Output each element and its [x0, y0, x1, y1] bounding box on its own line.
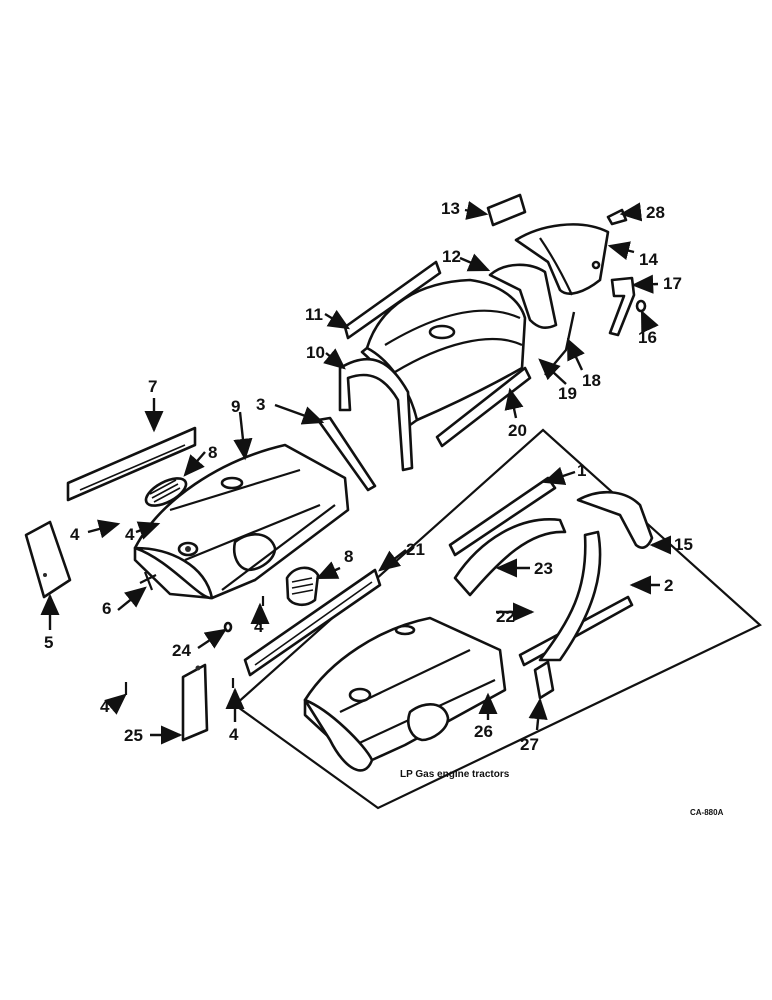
bracket-part-17	[608, 276, 636, 337]
bracket-part-13	[486, 193, 527, 227]
callout-3: 3	[256, 395, 265, 414]
callout-labels: 1 2 3 4 4 4 4 4 5 6 7 8 8 9 10 11 12 13 …	[44, 199, 693, 754]
callout-16: 16	[638, 328, 657, 347]
inset-caption: LP Gas engine tractors	[400, 769, 510, 780]
callout-14: 14	[639, 250, 658, 269]
strip-part-20	[435, 366, 532, 448]
callout-21: 21	[406, 540, 425, 559]
callout-27: 27	[520, 735, 539, 754]
callout-8: 8	[344, 547, 353, 566]
bracket-part-27	[533, 660, 555, 700]
callout-7: 7	[148, 377, 157, 396]
washer-part-16	[635, 299, 647, 313]
hood-strip-part-7	[66, 426, 197, 502]
callout-8: 8	[208, 443, 217, 462]
grille-part-8-lower	[285, 566, 320, 607]
callout-9: 9	[231, 397, 240, 416]
panel-part-2	[538, 530, 602, 662]
strip-part-11	[343, 260, 442, 340]
callout-2: 2	[664, 576, 673, 595]
strip-part-1	[448, 476, 557, 557]
bolt-part-28	[606, 208, 628, 226]
callout-10: 10	[306, 343, 325, 362]
callout-15: 15	[674, 535, 693, 554]
callout-18: 18	[582, 371, 601, 390]
callout-11: 11	[305, 305, 323, 324]
strip-part-21	[243, 568, 382, 677]
frame-part-10	[338, 357, 414, 472]
callout-13: 13	[441, 199, 460, 218]
callout-6: 6	[102, 599, 111, 618]
nose-part-12	[488, 263, 558, 330]
bracket-part-6	[139, 571, 157, 591]
lp-hood-part-26	[303, 616, 507, 772]
grille-part-8-upper	[144, 477, 188, 507]
side-panel-part-5	[24, 520, 72, 599]
callout-5: 5	[44, 633, 53, 652]
inset-frame	[233, 428, 762, 810]
callout-19: 19	[558, 384, 577, 403]
leader-arrows	[40, 200, 672, 745]
panel-part-23	[453, 518, 567, 597]
callout-4: 4	[229, 725, 239, 744]
callout-22: 22	[496, 607, 515, 626]
callout-4: 4	[254, 617, 264, 636]
callout-20: 20	[508, 421, 527, 440]
callout-4: 4	[70, 525, 80, 544]
figure-code: CA-880A	[690, 808, 724, 817]
callout-26: 26	[474, 722, 493, 741]
hood-part-9	[133, 443, 350, 600]
callout-12: 12	[442, 247, 461, 266]
side-panel-part-25	[181, 663, 209, 742]
callout-28: 28	[646, 203, 665, 222]
callout-17: 17	[663, 274, 682, 293]
grille-shell-part-14	[514, 223, 610, 296]
callout-24: 24	[172, 641, 191, 660]
callout-4: 4	[125, 525, 135, 544]
side-strip-part-3	[316, 416, 377, 492]
callout-25: 25	[124, 726, 143, 745]
callout-1: 1	[577, 461, 586, 480]
callout-23: 23	[534, 559, 553, 578]
callout-4: 4	[100, 697, 110, 716]
